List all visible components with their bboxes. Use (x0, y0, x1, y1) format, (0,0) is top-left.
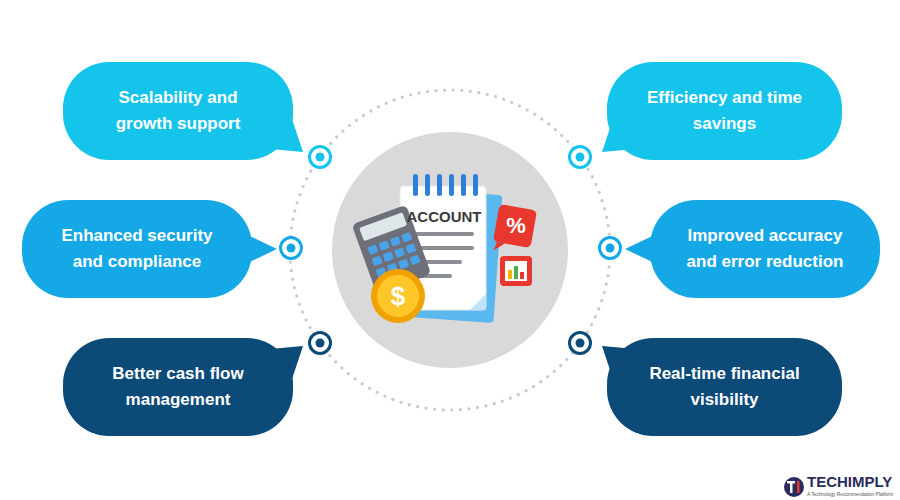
tag-body (493, 204, 537, 248)
chart-tag (500, 256, 532, 286)
percent-symbol: % (503, 212, 529, 240)
tag-body (500, 256, 532, 286)
spiral-ring (449, 174, 454, 196)
callout-bubble: Efficiency and time savings (607, 62, 842, 160)
dotted-orbit (290, 90, 610, 410)
marker-ring (281, 147, 621, 354)
ring-outer (310, 147, 331, 168)
ring-dot (287, 244, 296, 253)
calculator-key (383, 252, 394, 263)
callout-bubble: Better cash flow management (63, 338, 293, 436)
center-disc (332, 132, 568, 368)
page-line (412, 232, 474, 236)
calculator-key (371, 256, 382, 267)
callout-bubble: Scalability and growth support (63, 62, 293, 160)
callout-text: Scalability and growth support (96, 85, 261, 137)
calculator-key (379, 240, 390, 251)
bubble-shape (607, 338, 842, 436)
coin-face (377, 275, 419, 317)
bubble-shape (63, 62, 293, 160)
ring-dot (576, 153, 585, 162)
ring-outer (310, 333, 331, 354)
chart-panel (505, 261, 527, 281)
callout-bubble: Improved accuracy and error reduction (650, 200, 880, 298)
coin-rim (371, 269, 425, 323)
bubble-tail (602, 107, 657, 152)
bubble-tail (625, 230, 665, 268)
tag-tail (493, 242, 504, 253)
callout-text: Better cash flow management (89, 361, 267, 413)
notebook-title: ACCOUNT (402, 207, 486, 227)
bubble-shape (607, 62, 842, 160)
bubble-tail (602, 346, 657, 391)
bubble-tail (237, 230, 277, 268)
page-curl (470, 294, 486, 310)
bubble-shape (650, 200, 880, 298)
callout-text: Improved accuracy and error reduction (676, 223, 854, 275)
spiral-ring (425, 174, 430, 196)
calculator-screen (359, 212, 407, 241)
logo-stroke (790, 481, 793, 493)
bubble-body (22, 200, 252, 298)
callout-bubble: Enhanced security and compliance (22, 200, 252, 298)
ring-dot (316, 153, 325, 162)
logo-disc (784, 477, 804, 497)
ring-dot (316, 339, 325, 348)
bubble-body (650, 200, 880, 298)
callout-text: Enhanced security and compliance (48, 223, 226, 275)
chart-bar (520, 272, 524, 279)
ring-dot (576, 339, 585, 348)
ring-dot (606, 244, 615, 253)
chart-bar (508, 270, 512, 279)
bubble-tail (248, 346, 303, 391)
logo-stroke (797, 481, 800, 493)
coin-icon (371, 269, 425, 323)
brand-tagline: A Technology Recommendation Platform (807, 491, 899, 498)
calculator-key (390, 236, 401, 247)
callout-bubble: Real-time financial visibility (607, 338, 842, 436)
ring-outer (600, 238, 621, 259)
calculator-key (405, 243, 416, 254)
spiral-ring (473, 174, 478, 196)
spiral-ring (413, 174, 418, 196)
chart-bar (514, 266, 518, 279)
spiral-ring (437, 174, 442, 196)
callout-text: Efficiency and time savings (635, 85, 815, 137)
brand-name: TECHIMPLY (807, 474, 899, 490)
bubble-tail (248, 107, 303, 152)
calculator-key (394, 247, 405, 258)
spiral-ring (461, 174, 466, 196)
percent-tag (491, 204, 537, 257)
bubble-shape (63, 338, 293, 436)
ring-outer (570, 147, 591, 168)
ring-outer (570, 333, 591, 354)
brand-logo (784, 477, 804, 497)
callout-text: Real-time financial visibility (635, 361, 815, 413)
bubble-shape (22, 200, 252, 298)
calculator-key (409, 255, 420, 266)
calculator-key (367, 244, 378, 255)
ring-outer (281, 238, 302, 259)
calculator-key (398, 259, 409, 270)
calculator-key (401, 232, 412, 243)
dollar-symbol: $ (385, 280, 411, 312)
